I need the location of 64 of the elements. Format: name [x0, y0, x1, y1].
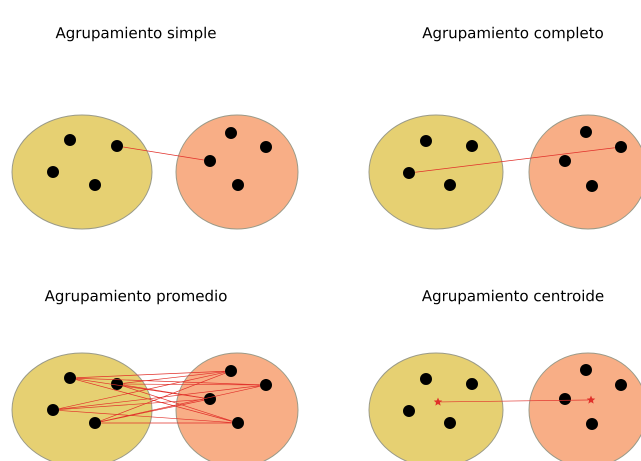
- linkage-line: [414, 147, 616, 173]
- data-point: [260, 379, 272, 391]
- linkage-line: [76, 370, 226, 378]
- linkage-line: [58, 385, 260, 410]
- linkage-line: [100, 422, 232, 424]
- data-point: [47, 404, 59, 416]
- data-point: [580, 364, 592, 376]
- data-point: [559, 155, 571, 167]
- data-point: [615, 141, 627, 153]
- cluster-ellipse: [368, 114, 504, 230]
- data-point: [64, 134, 76, 146]
- linkage-line: [100, 372, 226, 422]
- data-point: [64, 372, 76, 384]
- panel-title: Agrupamiento centroide: [422, 290, 604, 304]
- data-point: [204, 393, 216, 405]
- panel-title: Agrupamiento simple: [56, 26, 216, 42]
- data-point: [403, 167, 415, 179]
- data-point: [225, 127, 237, 139]
- linkage-line: [100, 400, 204, 422]
- data-point: [232, 179, 244, 191]
- data-point: [89, 179, 101, 191]
- linkage-line: [122, 386, 232, 422]
- cluster-ellipse: [12, 114, 152, 230]
- linkage-line: [58, 399, 204, 410]
- data-point: [420, 373, 432, 385]
- linkage-line: [122, 371, 226, 384]
- data-point: [420, 135, 432, 147]
- cluster-ellipse: [12, 352, 152, 461]
- data-point: [232, 417, 244, 429]
- data-point: [260, 141, 272, 153]
- cluster-ellipse: [176, 352, 298, 461]
- linkage-line: [440, 400, 588, 402]
- data-point: [580, 126, 592, 138]
- centroid-star: [434, 398, 442, 406]
- cluster-ellipse: [528, 352, 641, 461]
- linkage-line: [122, 384, 260, 386]
- data-point: [111, 378, 123, 390]
- cluster-ellipse: [528, 114, 641, 230]
- data-point: [466, 140, 478, 152]
- centroid-star: [586, 396, 596, 404]
- linkage-line: [122, 146, 204, 160]
- data-point: [111, 140, 123, 152]
- linkage-line: [58, 372, 226, 410]
- data-point: [47, 166, 59, 178]
- panel-title: Agrupamiento completo: [422, 26, 603, 42]
- data-point: [586, 180, 598, 192]
- cluster-ellipse: [368, 352, 504, 461]
- data-point: [444, 417, 456, 429]
- linkage-line: [122, 384, 204, 398]
- linkage-line: [76, 378, 204, 398]
- linkage-line: [100, 386, 260, 422]
- data-point: [615, 379, 627, 391]
- data-point: [559, 393, 571, 405]
- data-point: [204, 155, 216, 167]
- linkage-line: [76, 379, 232, 422]
- panel-title: Agrupamiento promedio: [44, 290, 227, 304]
- cluster-ellipse: [176, 114, 298, 230]
- data-point: [444, 179, 456, 191]
- data-point: [225, 365, 237, 377]
- data-point: [466, 378, 478, 390]
- data-point: [403, 405, 415, 417]
- data-point: [89, 417, 101, 429]
- linkage-line: [58, 410, 232, 423]
- data-point: [586, 418, 598, 430]
